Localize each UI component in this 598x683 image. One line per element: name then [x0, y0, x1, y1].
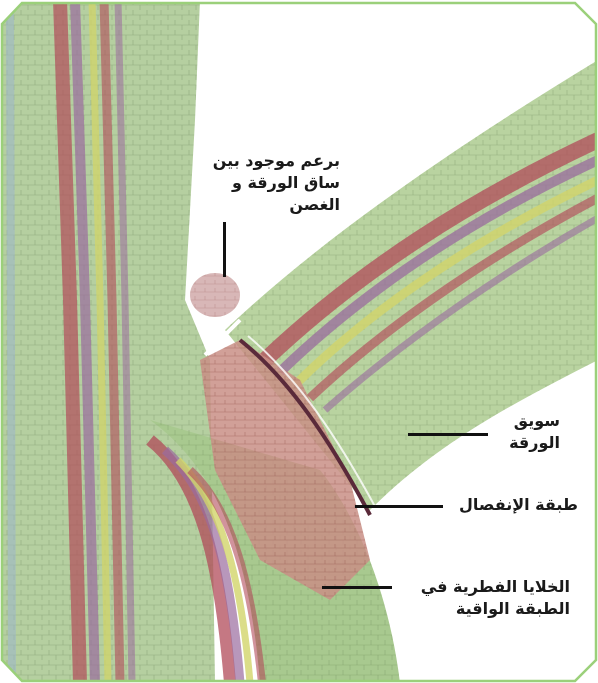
abscission-layer-label: طبقة الإنفصال — [459, 494, 578, 516]
abscission-layer-label-line-1: طبقة الإنفصال — [459, 494, 578, 516]
protective-layer-leader-line — [322, 586, 392, 589]
bud-label-line-1: برعم موجود بين — [213, 150, 340, 172]
bud-label-line-2: ساق الورقة و — [213, 172, 340, 194]
bud-label: برعم موجود بين ساق الورقة و الغصن — [213, 150, 340, 216]
bud-leader-line — [223, 222, 226, 277]
protective-layer-label-line-2: الطبقة الواقية — [421, 598, 570, 620]
bud-label-line-3: الغصن — [213, 194, 340, 216]
petiole-label-line-1: سويق — [509, 410, 560, 432]
petiole-label-line-2: الورقة — [509, 432, 560, 454]
petiole-label: سويق الورقة — [509, 410, 560, 454]
protective-layer-label: الخلايا الفطرية في الطبقة الواقية — [421, 576, 570, 620]
protective-layer-label-line-1: الخلايا الفطرية في — [421, 576, 570, 598]
abscission-leader-line — [355, 505, 443, 508]
petiole-leader-line — [408, 433, 488, 436]
main-stem — [0, 0, 215, 683]
